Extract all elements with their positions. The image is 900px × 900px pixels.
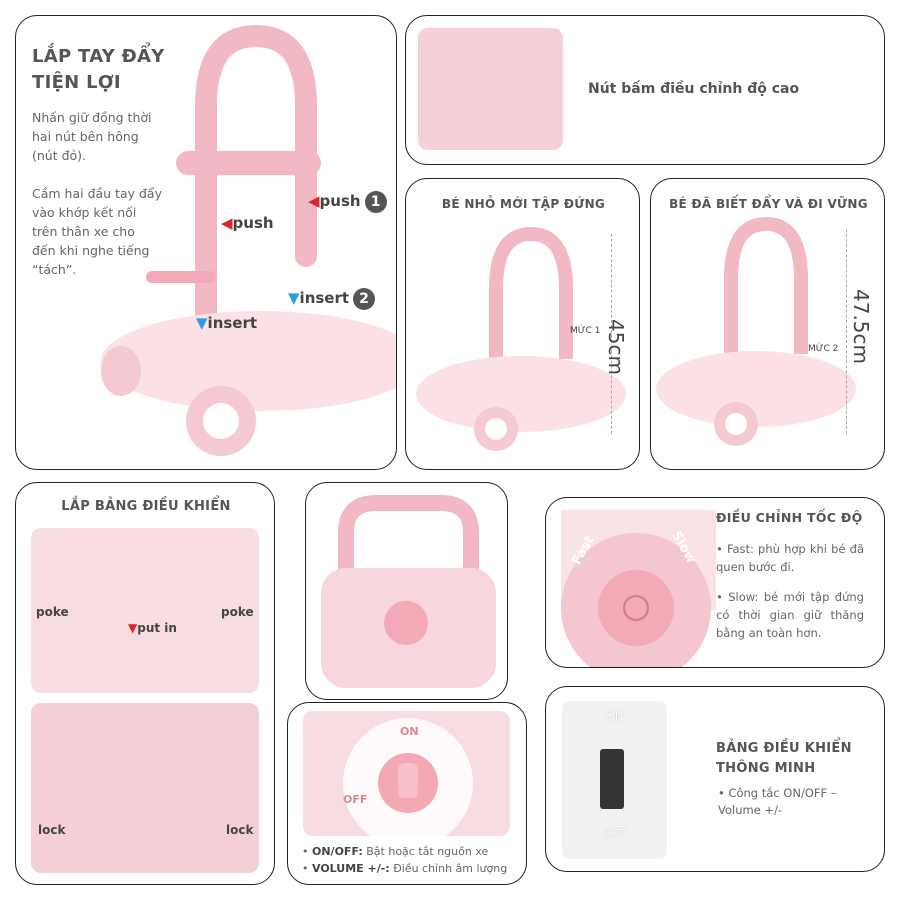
level2-label: MỨC 2 bbox=[808, 344, 839, 354]
control-install-photo-2 bbox=[31, 703, 259, 873]
insert-label-left: ▼insert bbox=[196, 314, 258, 332]
level1-title: BÉ NHỎ MỚI TẬP ĐỨNG bbox=[441, 197, 606, 211]
speed-title: ĐIỀU CHỈNH TỐC ĐỘ bbox=[716, 510, 863, 525]
level1-panel: BÉ NHỎ MỚI TẬP ĐỨNG MỨC 1 45cm bbox=[405, 178, 640, 470]
dial-off-label: OFF bbox=[343, 793, 368, 806]
smart-panel-info-list: Công tắc ON/OFF – Volume +/- bbox=[718, 785, 868, 819]
height-button-label: Nút bấm điều chỉnh độ cao bbox=[588, 81, 800, 97]
control-install-photo-1 bbox=[31, 528, 259, 693]
speed-info-item: Slow: bé mới tập đứng có thời gian giữ t… bbox=[716, 588, 864, 642]
control-install-title: LẮP BẢNG ĐIỀU KHIỂN bbox=[61, 499, 231, 514]
dial-panel: ON OFF ON/OFF: Bật hoặc tắt nguồn xe VOL… bbox=[287, 702, 527, 885]
control-install-panel: LẮP BẢNG ĐIỀU KHIỂN poke poke ▼put in lo… bbox=[15, 482, 275, 885]
switch-off-label: OFF bbox=[602, 827, 627, 841]
dial-info-item: ON/OFF: Bật hoặc tắt nguồn xe bbox=[302, 843, 507, 860]
smart-panel-info-item: Công tắc ON/OFF – Volume +/- bbox=[718, 785, 868, 819]
level2-title: BÉ ĐÃ BIẾT ĐẨY VÀ ĐI VỮNG bbox=[669, 197, 868, 211]
speed-info-list: Fast: phù hợp khi bé đã quen bước đi. Sl… bbox=[716, 540, 864, 642]
height-button-panel: Nút bấm điều chỉnh độ cao bbox=[405, 15, 885, 165]
lock-left-label: lock bbox=[38, 823, 66, 837]
dial-info-item: VOLUME +/-: Điều chỉnh âm lượng bbox=[302, 860, 507, 877]
dial-info-list: ON/OFF: Bật hoặc tắt nguồn xe VOLUME +/-… bbox=[302, 843, 507, 877]
lock-right-label: lock bbox=[226, 823, 254, 837]
speed-panel: Fast Slow ĐIỀU CHỈNH TỐC ĐỘ Fast: phù hợ… bbox=[545, 497, 885, 668]
dial-image bbox=[343, 718, 473, 848]
height-button-photo bbox=[418, 28, 563, 150]
level1-label: MỨC 1 bbox=[570, 326, 601, 336]
speed-dial-image bbox=[561, 510, 716, 667]
walker-level1-image bbox=[416, 226, 626, 451]
walker-front-panel bbox=[305, 482, 508, 700]
switch-photo: ON OFF bbox=[562, 701, 667, 859]
dial-on-label: ON bbox=[400, 725, 419, 738]
level2-panel: BÉ ĐÃ BIẾT ĐẨY VÀ ĐI VỮNG MỨC 2 47.5cm bbox=[650, 178, 885, 470]
level2-height: 47.5cm bbox=[849, 289, 873, 365]
walker-level2-image bbox=[656, 216, 856, 446]
poke-right-label: poke bbox=[221, 605, 254, 619]
assembly-step-text: Nhấn giữ đồng thời hai nút bên hông (nút… bbox=[32, 110, 152, 163]
level1-height: 45cm bbox=[604, 319, 628, 375]
push-label-left: ◀push bbox=[221, 214, 274, 232]
poke-left-label: poke bbox=[36, 605, 69, 619]
speed-info-item: Fast: phù hợp khi bé đã quen bước đi. bbox=[716, 540, 864, 576]
assembly-insert-text: Cầm hai đầu tay đẩy vào khớp kết nối trê… bbox=[32, 186, 162, 277]
put-in-label: ▼put in bbox=[128, 621, 177, 635]
switch-on-label: ON bbox=[605, 709, 624, 723]
level2-measure-line bbox=[846, 229, 847, 434]
level1-measure-line bbox=[611, 234, 612, 434]
power-switch bbox=[600, 749, 624, 809]
walker-illustration bbox=[101, 24, 396, 456]
walker-front-image bbox=[321, 495, 496, 688]
